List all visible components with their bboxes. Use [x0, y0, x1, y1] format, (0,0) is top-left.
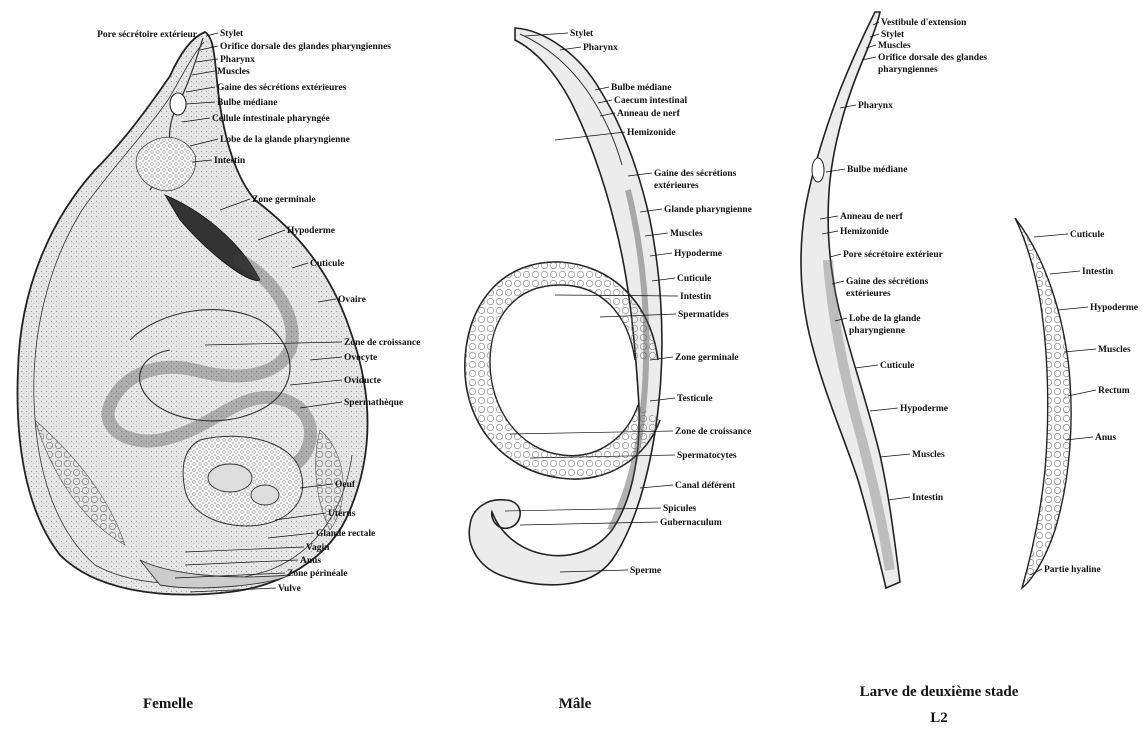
anatomy-label: Anneau de nerf — [840, 212, 904, 222]
female-egg-1 — [208, 464, 252, 492]
anatomy-label: Muscles — [1098, 345, 1131, 355]
anatomy-label: Zone germinale — [675, 353, 739, 363]
anatomy-label: Anus — [1095, 433, 1116, 443]
anatomy-label: Rectum — [1098, 386, 1130, 396]
anatomy-label: Orifice dorsale des glandes — [878, 53, 987, 63]
anatomy-label: Intestin — [1082, 267, 1114, 277]
larva-caption: Larve de deuxième stade — [860, 684, 1019, 700]
anatomy-label: Zone de croissance — [344, 338, 420, 348]
anatomy-label: Hemizonide — [627, 128, 676, 138]
anatomy-label: Anus — [300, 556, 321, 566]
larva-body-outline — [801, 12, 900, 588]
anatomy-label: Gaine des sécrétions — [654, 169, 737, 179]
anatomy-label: Vulve — [278, 584, 301, 594]
anatomy-label: Bulbe médiane — [217, 98, 277, 108]
leader-line — [520, 522, 658, 525]
anatomy-label: extérieures — [654, 181, 699, 191]
anatomy-label: Hemizonide — [840, 227, 889, 237]
leader-line — [1064, 349, 1096, 352]
larva-median-bulb — [812, 158, 824, 182]
anatomy-label: Partie hyaline — [1044, 565, 1101, 575]
anatomy-label: Testicule — [677, 394, 713, 404]
leader-line — [1068, 390, 1096, 396]
anatomy-label: Ovaire — [338, 295, 366, 305]
anatomy-label: pharyngiennes — [878, 65, 938, 75]
anatomy-label: Stylet — [881, 30, 905, 40]
anatomy-label: Pharynx — [220, 55, 255, 65]
anatomy-label: Zone de croissance — [675, 427, 751, 437]
male-caption: Mâle — [559, 696, 592, 712]
anatomy-label: Canal déférent — [675, 481, 736, 491]
anatomy-label: Hypoderme — [900, 404, 948, 414]
anatomy-label: Gaine des sécrétions — [846, 277, 929, 287]
anatomy-label: Spermatides — [678, 310, 729, 320]
leader-line — [505, 508, 661, 511]
anatomy-label: Oeuf — [335, 480, 356, 490]
anatomy-label: Muscles — [670, 229, 703, 239]
anatomy-label: Glande rectale — [316, 529, 375, 539]
anatomy-label: Intestin — [680, 292, 712, 302]
larva-l2-drawing — [801, 12, 900, 588]
anatomy-label: Cellule intestinale pharyngée — [212, 114, 330, 124]
anatomy-label: Oviducte — [344, 376, 381, 386]
female-caption: Femelle — [143, 696, 193, 712]
anatomy-label: Cuticule — [1070, 230, 1104, 240]
anatomy-label: Vestibule d'extension — [881, 18, 967, 28]
anatomy-label: Bulbe médiane — [847, 165, 907, 175]
leader-line — [888, 497, 910, 500]
anatomy-label: Cuticule — [677, 274, 711, 284]
leader-line — [870, 408, 898, 411]
anatomy-label: Lobe de la glande pharyngienne — [220, 135, 350, 145]
anatomy-label: Zone périnéale — [287, 569, 347, 579]
anatomy-label: Glande pharyngienne — [664, 205, 752, 215]
anatomy-label: Muscles — [912, 450, 945, 460]
anatomy-label: Ovocyte — [344, 353, 377, 363]
anatomy-label: Vagin — [306, 543, 330, 553]
anatomy-label: Orifice dorsale des glandes pharyngienne… — [220, 42, 391, 52]
anatomy-label: extérieures — [846, 289, 891, 299]
anatomy-label: Zone germinale — [252, 195, 316, 205]
anatomy-label: Spermatocytes — [677, 451, 737, 461]
anatomy-label: Spermathèque — [344, 398, 403, 408]
leader-line — [855, 365, 878, 368]
anatomy-label: Bulbe médiane — [611, 83, 671, 93]
female-median-bulb — [170, 93, 186, 115]
larva-tail-drawing — [1015, 218, 1071, 588]
anatomy-label: Utérus — [328, 509, 356, 519]
anatomy-label: Stylet — [220, 29, 244, 39]
anatomy-label: Pore sécrétoire extérieur — [97, 30, 198, 40]
anatomy-label: Anneau de nerf — [617, 109, 681, 119]
leader-line — [830, 254, 841, 257]
female-egg-2 — [251, 485, 279, 505]
anatomy-label: pharyngienne — [849, 326, 905, 336]
leader-line — [880, 454, 910, 457]
anatomy-label: Gaine des sécrétions extérieures — [217, 83, 347, 93]
anatomy-label: Gubernaculum — [660, 518, 722, 528]
leader-line — [1058, 307, 1088, 310]
anatomy-label: Spicules — [663, 504, 697, 514]
anatomy-label: Pharynx — [858, 101, 893, 111]
leader-line — [640, 485, 673, 488]
anatomy-label: Caecum intestinal — [614, 96, 687, 106]
anatomy-label: Muscles — [878, 41, 911, 51]
leader-line — [1050, 271, 1080, 274]
anatomy-label: Hypoderme — [674, 249, 722, 259]
larva-tail-outline — [1015, 218, 1071, 588]
anatomy-label: Lobe de la glande — [849, 314, 921, 324]
anatomy-label: Pore sécrétoire extérieur — [843, 250, 944, 260]
anatomy-label: Hypoderme — [287, 226, 335, 236]
anatomy-label: Cuticule — [880, 361, 914, 371]
anatomy-label: Stylet — [570, 29, 594, 39]
anatomy-label: Intestin — [214, 156, 246, 166]
anatomy-label: Cuticule — [310, 259, 344, 269]
larva-caption-stage: L2 — [930, 710, 948, 726]
anatomy-label: Pharynx — [583, 43, 618, 53]
leader-line — [1034, 234, 1068, 237]
anatomy-label: Hypoderme — [1090, 303, 1138, 313]
anatomy-label: Intestin — [912, 493, 944, 503]
anatomy-label: Sperme — [630, 566, 661, 576]
anatomy-label: Muscles — [217, 67, 250, 77]
